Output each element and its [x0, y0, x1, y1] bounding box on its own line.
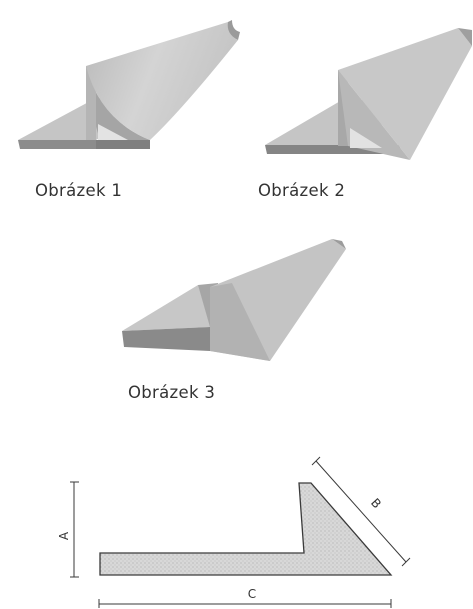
dimension-b-label: B — [368, 496, 384, 511]
profile-3-end-cap — [332, 239, 346, 249]
dimension-c-label: C — [248, 587, 256, 601]
profile-2-inner-shade — [350, 128, 382, 148]
profile-2-end-cap — [458, 28, 472, 46]
dimension-a: A — [57, 481, 79, 578]
cross-section-shape — [99, 482, 393, 576]
figure-2-caption: Obrázek 2 — [258, 181, 346, 200]
profile-3-base-top — [122, 285, 210, 331]
profile-figure-2 — [265, 28, 472, 160]
profile-1-end-curl — [227, 20, 240, 40]
profile-2-top-surface — [338, 28, 472, 160]
figure-3-caption: Obrázek 3 — [128, 383, 216, 402]
figure-1-caption: Obrázek 1 — [35, 181, 123, 200]
profile-1-top-surface — [86, 22, 238, 140]
dimension-a-label: A — [57, 531, 71, 540]
profile-figure-1 — [18, 20, 240, 149]
profile-1-curved-fin — [86, 66, 150, 140]
profile-3-base-edge — [122, 327, 210, 351]
cross-section-drawing: A B C — [57, 456, 411, 608]
profile-1-base-front — [96, 140, 150, 149]
profile-1-base-edge — [18, 140, 96, 149]
profile-1-inner-shade — [98, 124, 128, 140]
dimension-c: C — [98, 587, 392, 608]
profile-3-slope-shade — [210, 283, 270, 361]
profile-figure-3 — [122, 239, 346, 361]
